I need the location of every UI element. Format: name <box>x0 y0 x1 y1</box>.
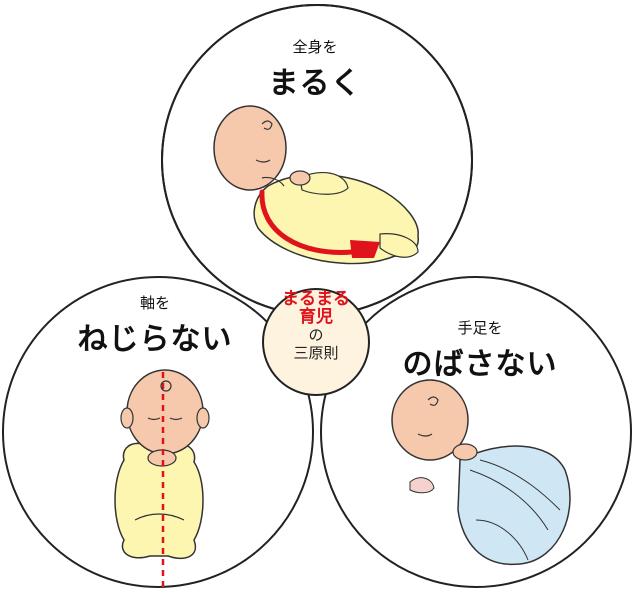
principle-2-small: 軸を <box>139 294 170 312</box>
center-particle: の <box>308 326 324 344</box>
baby-swaddled-illustration <box>391 379 571 566</box>
principle-1-small: 全身を <box>292 38 338 56</box>
center-label: まるまる 育児 の 三原則 <box>264 290 368 362</box>
spine-curve <box>259 189 355 255</box>
center-circle <box>262 288 370 396</box>
baby-front-illustration <box>114 369 210 588</box>
center-subtitle: 三原則 <box>293 344 339 362</box>
baby-curled-illustration <box>213 105 419 265</box>
principle-2-big: ねじらない <box>77 322 233 357</box>
principle-3-big: のばさない <box>402 347 558 382</box>
principle-1-big: まるく <box>268 66 362 101</box>
principle-3-small: 手足を <box>457 319 503 337</box>
center-title-2: 育児 <box>299 307 333 327</box>
center-title-1: まるまる <box>282 289 350 309</box>
